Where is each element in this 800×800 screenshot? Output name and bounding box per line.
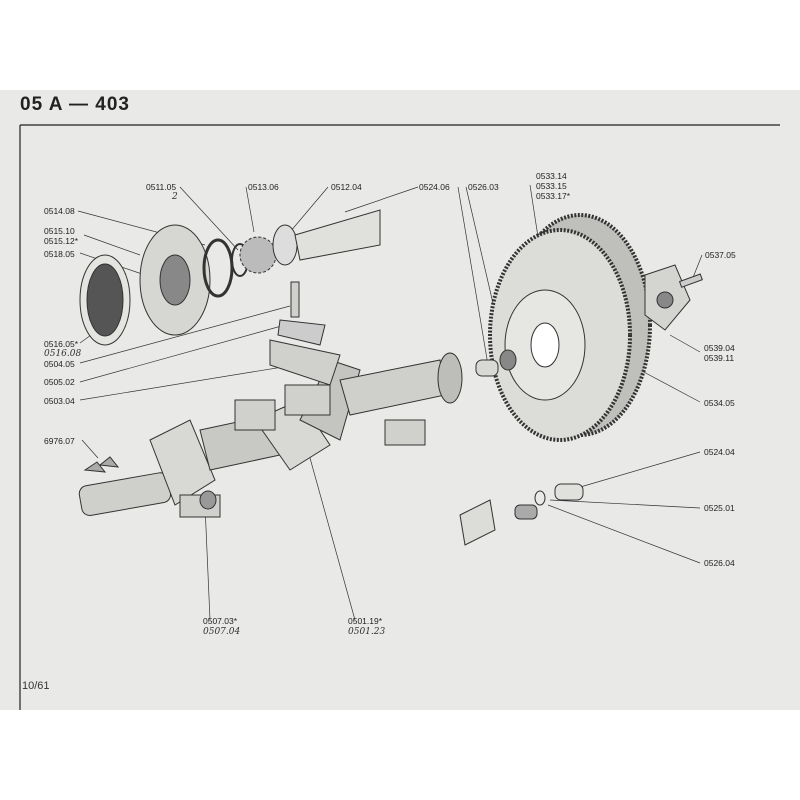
page-folio: 10/61 xyxy=(22,680,50,692)
handwritten-note: 0507.04 xyxy=(203,627,241,637)
handwritten-note: 2 xyxy=(172,192,178,202)
handwritten-note: 0501.23 xyxy=(348,627,386,637)
part-label: 0515.12* xyxy=(44,236,79,246)
part-label: 0507.03* xyxy=(203,616,238,626)
part-label: 0516.05* xyxy=(44,339,79,349)
part-label: 0534.05 xyxy=(704,398,735,408)
part-label: 0539.04 xyxy=(704,343,735,353)
part-label: 0526.04 xyxy=(704,558,735,568)
part-label: 0539.11 xyxy=(704,353,735,363)
part-label: 0533.14 xyxy=(536,171,567,181)
part-label: 0537.05 xyxy=(705,250,736,260)
part-label: 0504.05 xyxy=(44,359,75,369)
part-label: 0515.10 xyxy=(44,226,75,236)
part-label: 0512.04 xyxy=(331,182,362,192)
leader-lines xyxy=(77,184,703,621)
part-label: 0518.05 xyxy=(44,249,75,259)
flywheel-drawing xyxy=(475,213,703,442)
frame-lines xyxy=(19,124,780,710)
part-label: 0514.08 xyxy=(44,206,75,216)
page-title: 05 A — 403 xyxy=(20,94,130,115)
part-label: 0513.06 xyxy=(248,182,279,192)
part-label: 0525.01 xyxy=(704,503,735,513)
part-label: 0511.05 xyxy=(146,182,177,192)
part-label: 0501.19* xyxy=(348,616,383,626)
part-label: 0524.06 xyxy=(419,182,450,192)
part-label: 0503.04 xyxy=(44,396,75,406)
crankshaft-drawing xyxy=(78,352,463,518)
part-label: 0505.02 xyxy=(44,377,75,387)
part-label: 0533.15 xyxy=(536,181,567,191)
handwritten-note: 0516.08 xyxy=(44,349,82,359)
pulley-assembly-drawing xyxy=(79,209,381,386)
pilot-bearing-drawing xyxy=(459,483,584,546)
part-label: 0524.04 xyxy=(704,447,735,457)
part-label: 0526.03 xyxy=(468,182,499,192)
part-label: 6976.07 xyxy=(44,436,75,446)
part-label: 0533.17* xyxy=(536,191,571,201)
